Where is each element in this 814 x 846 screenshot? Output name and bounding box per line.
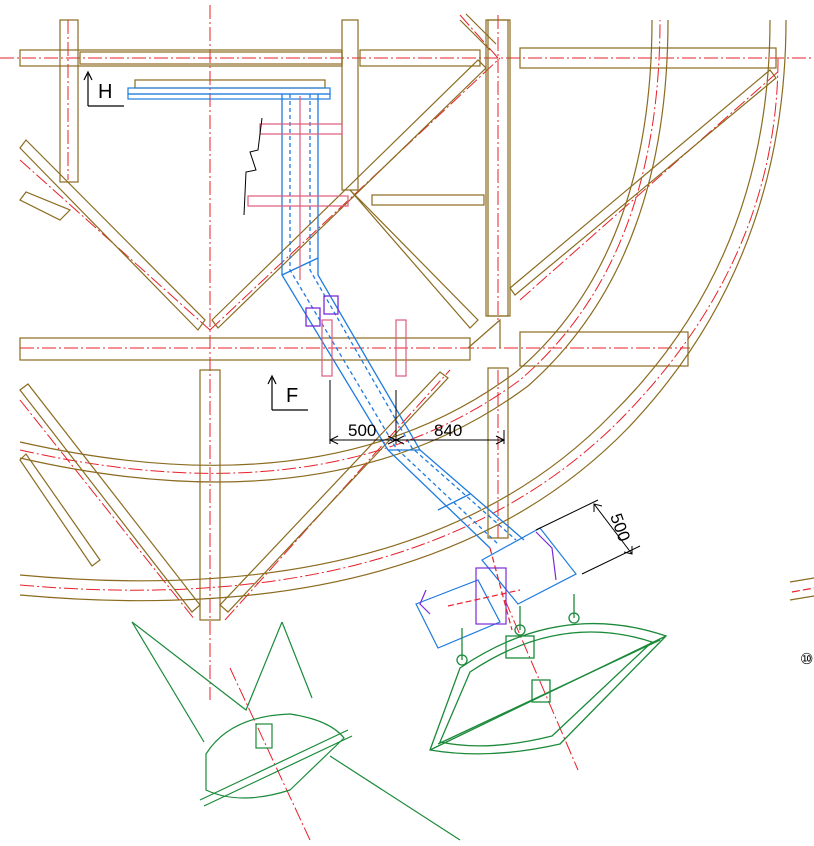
dimension-left: 500 (348, 421, 376, 440)
duct-run (281, 94, 525, 549)
steel-structure (19, 13, 787, 621)
edge-label: ⑩ (800, 651, 813, 668)
duct-supports (305, 295, 339, 327)
dimension-diagonal (535, 499, 641, 575)
dimension-right: 840 (434, 421, 462, 440)
section-label-h: H (98, 81, 112, 103)
edge-fragment (789, 577, 814, 601)
section-label-f: F (286, 385, 298, 407)
duct-flanges (247, 96, 407, 377)
top-frame (127, 79, 331, 100)
section-mark-f: F (267, 374, 308, 411)
dimension-diagonal-label: 500 (606, 511, 634, 544)
break-line (243, 117, 263, 216)
centerlines (0, 5, 814, 841)
dimension-horizontal (328, 380, 506, 445)
floodlight-secondary (131, 621, 461, 841)
lamp-bracket (415, 527, 577, 649)
floodlight-main (429, 594, 668, 755)
section-mark-h: H (83, 70, 124, 107)
